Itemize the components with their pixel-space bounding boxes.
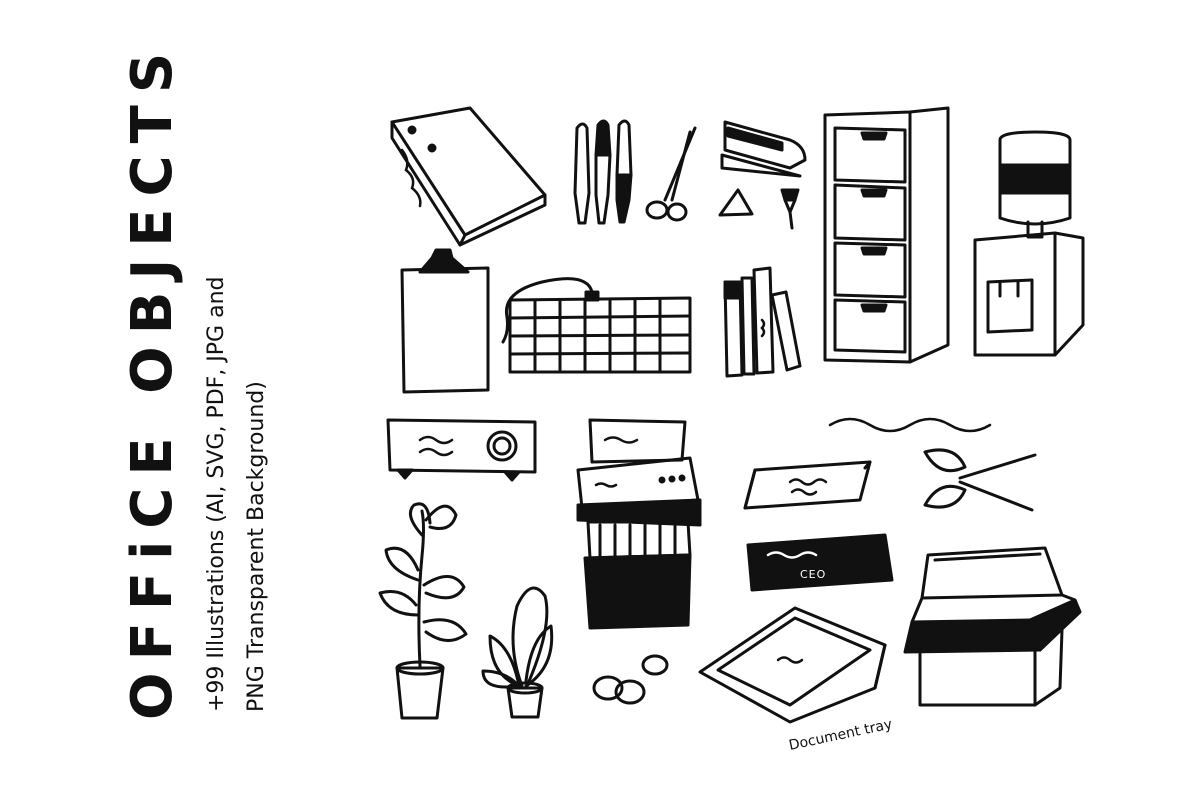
clipboard-icon (400, 248, 490, 394)
potted-plant-tall-icon (378, 502, 468, 720)
books-icon (723, 266, 802, 378)
ceo-nameplate-icon: CEO (746, 533, 894, 592)
cardboard-box-icon (903, 546, 1082, 707)
binder-icon (390, 106, 547, 247)
pushpin-icon (718, 188, 800, 230)
document-tray-icon: Document tray (698, 606, 894, 754)
potted-plant-small-icon (481, 586, 554, 719)
document-tray-label: Document tray (788, 716, 894, 754)
pens-icon (573, 119, 633, 225)
water-cooler-icon (973, 130, 1085, 357)
projector-icon (386, 418, 537, 482)
scissors-icon (923, 448, 1037, 512)
desk-nameplate-icon (743, 460, 872, 510)
filing-cabinet-icon (823, 106, 950, 364)
stapler-icon (720, 120, 807, 178)
shredder-icon (576, 418, 702, 630)
paper-clips-icon (592, 654, 669, 705)
squiggle-icon (828, 417, 992, 433)
keyboard-icon (501, 277, 692, 374)
ceo-label: CEO (800, 568, 826, 581)
scissors-small-icon (645, 126, 697, 222)
